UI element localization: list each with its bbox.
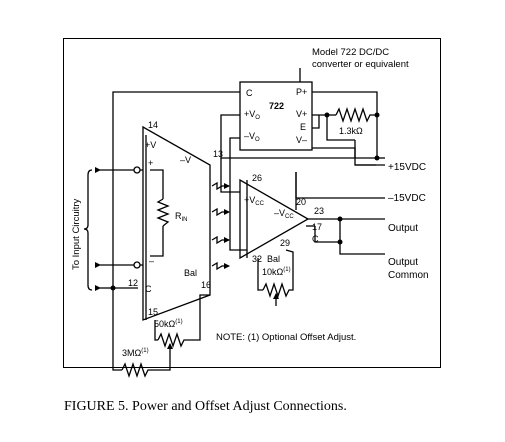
figure-frame [63, 38, 441, 368]
pot-10k [257, 249, 294, 306]
resistor-1k3-label: 1.3kΩ [339, 126, 363, 136]
iso-pin-plus: + [148, 158, 153, 168]
output-label: Output [388, 223, 418, 234]
converter-pin-pplus: P+ [296, 87, 307, 97]
out-pin-vcc-neg: –VCC [274, 208, 294, 220]
figure-caption: FIGURE 5. Power and Offset Adjust Connec… [64, 399, 347, 414]
converter-model-label: Model 722 DC/DC [312, 47, 389, 58]
iso-pin-bal: Bal [184, 268, 197, 278]
input-brace [83, 169, 93, 291]
rin-label: RIN [175, 211, 188, 223]
converter-pin-pvo: +VO [244, 109, 260, 121]
input-circuitry-label: To Input Circuitry [71, 198, 82, 270]
out-pin-29: 29 [280, 238, 290, 248]
input-terminals [95, 166, 143, 291]
rin-resistor [150, 169, 170, 257]
converter-pin-vplus: V+ [296, 109, 307, 119]
iso-pin-minus: – [149, 256, 154, 266]
output-common-label-2: Common [388, 270, 429, 281]
out-pin-32: 32 [252, 254, 262, 264]
pot-50k [154, 294, 210, 352]
converter-pin-c: C [246, 88, 253, 98]
output-amplifier-wiring [220, 158, 325, 227]
pot-10k-label: 10kΩ(1) [262, 267, 291, 277]
out-pin-23: 23 [314, 206, 324, 216]
converter-number: 722 [269, 101, 284, 111]
output-common-label-1: Output [388, 257, 418, 268]
iso-pin-13: 13 [213, 149, 223, 159]
iso-pin-15: 15 [148, 307, 158, 317]
input-plus-terminal [133, 166, 141, 174]
out-pin-26: 26 [252, 173, 262, 183]
out-pin-vcc-pos: +VCC [244, 195, 265, 207]
supply-negative-label: –15VDC [388, 193, 426, 204]
input-minus-terminal [133, 261, 141, 269]
out-pin-bal: Bal [267, 254, 280, 264]
resistor-3m [112, 288, 171, 379]
out-pin-17: 17 [312, 222, 322, 232]
out-pin-20: 20 [296, 197, 306, 207]
converter-pin-nvo: –VO [244, 131, 260, 143]
converter-pin-e: E [300, 122, 306, 132]
iso-pin-16: 16 [201, 280, 211, 290]
iso-pin-14: 14 [148, 120, 158, 130]
isolation-coupling-arrows [211, 181, 230, 271]
converter-box [239, 81, 313, 151]
out-pin-c: C [312, 234, 319, 244]
offset-note: NOTE: (1) Optional Offset Adjust. [216, 332, 356, 343]
pot-50k-label: 50kΩ(1) [154, 319, 183, 329]
resistor-3m-label: 3MΩ(1) [122, 348, 149, 358]
supply-positive-label: +15VDC [388, 162, 426, 173]
isolation-amplifier-body [142, 125, 211, 321]
iso-pin-pv: +V [145, 140, 156, 150]
converter-model-sublabel: converter or equivalent [312, 59, 409, 70]
converter-pin-vminus: V– [296, 135, 307, 145]
iso-pin-12: 12 [128, 278, 138, 288]
iso-pin-c: C [145, 284, 152, 294]
iso-pin-nv: –V [180, 155, 191, 165]
output-amplifier-body [239, 178, 310, 260]
